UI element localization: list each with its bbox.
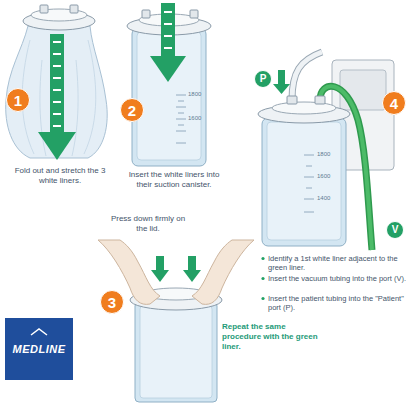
- logo-mark: [31, 329, 47, 335]
- scale-number: 1800: [317, 151, 337, 158]
- brand-logo: MEDLINE: [5, 318, 73, 380]
- patient-tube: [292, 52, 322, 100]
- down-arrow: [50, 34, 64, 134]
- vacuum-tube: [320, 86, 372, 250]
- marker-circle: [101, 291, 124, 314]
- lid-port: [142, 10, 150, 18]
- bullet: [261, 277, 264, 280]
- marker-circle: [7, 89, 30, 112]
- down-arrow: [278, 70, 285, 84]
- right-hand: [192, 240, 254, 304]
- down-arrow: [161, 3, 175, 57]
- bullet-text: Identify a 1st white liner adjacent to t…: [268, 254, 414, 272]
- down-arrow: [156, 256, 164, 270]
- marker-circle: [387, 222, 404, 239]
- arrow-head: [38, 132, 76, 160]
- callout-number: 1: [14, 92, 22, 109]
- press-lid-figure: [98, 240, 254, 402]
- bullet-text: Insert the patient tubing into the "Pati…: [268, 294, 414, 312]
- scale-number: 1400: [317, 195, 337, 202]
- lid-port: [40, 5, 48, 13]
- callout-number: 4: [390, 95, 398, 112]
- liner-inside: [140, 306, 212, 398]
- liner-figure: [6, 5, 108, 160]
- scale-tick: [176, 95, 186, 143]
- instruction-text: Repeat the same procedure with the green…: [222, 322, 318, 352]
- vacuum-port: [315, 96, 325, 104]
- vacuum-tube: [320, 86, 372, 250]
- lid-port: [70, 5, 78, 13]
- bullet: [261, 297, 264, 300]
- bracket-plate: [340, 70, 386, 110]
- arrow-head: [150, 56, 186, 82]
- port-marker: P: [254, 70, 272, 88]
- step-number: 4: [382, 91, 406, 115]
- port-label: V: [392, 224, 399, 236]
- canister-body: [135, 302, 217, 402]
- patient-port: [287, 96, 297, 104]
- port-marker: V: [386, 221, 404, 239]
- arrow-stripe: [53, 42, 61, 126]
- bullet: [261, 257, 264, 260]
- lid-top: [31, 9, 87, 21]
- marker-circle: [255, 71, 272, 88]
- instruction-text: Press down firmly on the lid.: [110, 214, 186, 234]
- scale-number: 1600: [317, 173, 337, 180]
- logo-text: MEDLINE: [13, 343, 66, 356]
- arrow-head: [273, 84, 290, 94]
- callout-number: 2: [128, 102, 136, 119]
- canister-figure: [127, 3, 211, 166]
- bullet-text: Insert the vacuum tubing into the port (…: [268, 274, 414, 283]
- marker-circle: [383, 92, 406, 115]
- instruction-text: Fold out and stretch the 3 white liners.: [10, 166, 110, 186]
- lid-top: [272, 102, 336, 114]
- lid-port: [190, 10, 198, 18]
- down-arrow: [188, 256, 196, 270]
- scale-number: 1800: [188, 91, 206, 98]
- callout-number: 3: [108, 294, 116, 311]
- step-number: 2: [120, 98, 144, 122]
- patient-tube: [292, 52, 322, 100]
- canister-body: [262, 118, 346, 246]
- scale-number: 1600: [188, 115, 206, 122]
- arrow-stripe: [164, 12, 172, 48]
- instruction-text: Insert the white liners into their sucti…: [126, 170, 222, 190]
- scale-tick: [304, 155, 314, 212]
- port-label: P: [260, 73, 267, 85]
- step-number: 1: [6, 88, 30, 112]
- step-number: 3: [100, 290, 124, 314]
- arrow-head: [151, 270, 169, 282]
- marker-circle: [121, 99, 144, 122]
- arrow-head: [183, 270, 201, 282]
- liner-inside: [267, 122, 341, 240]
- logo-box: [5, 318, 73, 380]
